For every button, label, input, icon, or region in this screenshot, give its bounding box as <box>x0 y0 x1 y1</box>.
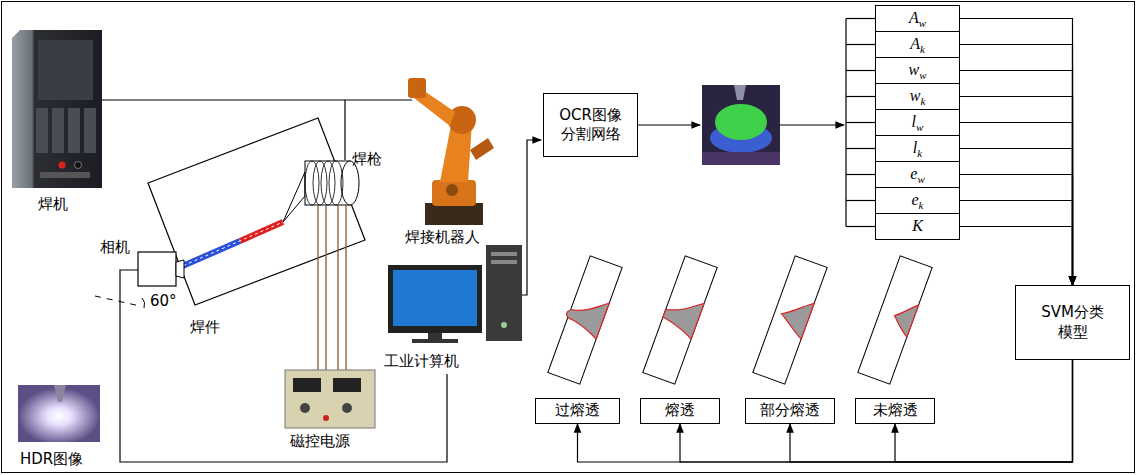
coil-wires <box>318 205 346 370</box>
part-label: 磁控电源 <box>290 432 350 450</box>
node-label: SVM分类 模型 <box>1033 303 1113 342</box>
node-label: 过熔透 <box>555 401 600 421</box>
process-box: OCR图像 分割网络 <box>543 93 638 157</box>
cross-section-none <box>858 256 932 384</box>
variable-subscript: k <box>920 95 925 107</box>
variable-symbol: w <box>910 87 921 104</box>
node-text: ew <box>910 164 924 185</box>
part-label: 焊机 <box>38 195 68 213</box>
welding-robot <box>408 78 494 225</box>
variable-subscript: k <box>919 199 924 211</box>
cable <box>344 100 345 160</box>
node-text: Ak <box>910 34 925 55</box>
connector <box>960 18 1073 285</box>
result-box: 未熔透 <box>855 398 935 424</box>
variable-subscript: w <box>919 69 926 81</box>
feature-box: ww <box>875 57 960 84</box>
cross-section-full <box>643 256 717 384</box>
node-text: ek <box>912 190 924 211</box>
variable-symbol: A <box>909 9 919 26</box>
classifier-box: SVM分类 模型 <box>1015 285 1130 360</box>
camera <box>138 252 176 286</box>
part-label: 工业计算机 <box>384 352 459 370</box>
variable-subscript: w <box>919 17 926 29</box>
feature-box: lw <box>875 109 960 136</box>
feature-bracket <box>846 19 875 227</box>
node-text: lw <box>912 112 924 133</box>
feature-box: ek <box>875 187 960 214</box>
variable-subscript: w <box>917 173 924 185</box>
part-label: 焊枪 <box>352 150 382 168</box>
connector <box>680 360 1073 462</box>
angle-arc <box>142 298 145 308</box>
feature-box: Aw <box>875 5 960 32</box>
part-label: 焊件 <box>190 318 220 336</box>
node-text: SVM分类 模型 <box>1033 303 1113 342</box>
variable-symbol: K <box>912 217 923 234</box>
connector <box>960 44 1073 285</box>
variable-symbol: l <box>912 113 916 130</box>
connector <box>578 360 1073 462</box>
connector <box>960 148 1073 285</box>
variable-symbol: e <box>910 165 917 182</box>
result-box: 熔透 <box>640 398 720 424</box>
part-label: 相机 <box>100 238 130 256</box>
variable-subscript: k <box>917 147 922 159</box>
part-label: HDR图像 <box>20 450 83 468</box>
node-text: Aw <box>909 8 926 29</box>
connector <box>960 122 1073 285</box>
workpiece <box>148 118 365 305</box>
part-label: 焊接机器人 <box>405 228 480 246</box>
data-line <box>522 140 541 295</box>
cross-section-over <box>545 255 622 384</box>
node-text: 过熔透 <box>555 401 600 421</box>
variable-symbol: w <box>908 61 919 78</box>
variable-subscript: w <box>916 121 923 133</box>
result-box: 部分熔透 <box>745 398 835 424</box>
variable-symbol: A <box>910 35 920 52</box>
node-text: 熔透 <box>665 401 695 421</box>
feature-box: K <box>875 213 960 240</box>
segmented-image <box>702 85 780 165</box>
variable-symbol: e <box>912 191 919 208</box>
variable-symbol: l <box>913 139 917 156</box>
cross-section-partial <box>753 256 827 384</box>
feature-box: wk <box>875 83 960 110</box>
cable <box>102 99 412 100</box>
power-supply <box>285 370 375 428</box>
node-label: 熔透 <box>665 401 695 421</box>
result-box: 过熔透 <box>535 398 620 424</box>
node-label: 未熔透 <box>873 401 918 421</box>
variable-subscript: k <box>920 43 925 55</box>
feature-box: lk <box>875 135 960 162</box>
hdr-photo <box>18 385 100 442</box>
feature-box: ew <box>875 161 960 188</box>
industrial-computer <box>388 245 522 343</box>
connector <box>960 174 1073 285</box>
node-text: lk <box>913 138 922 159</box>
node-text: OCR图像 分割网络 <box>553 106 628 145</box>
connector <box>960 70 1073 285</box>
angle-line <box>95 296 140 306</box>
node-label: 部分熔透 <box>760 401 820 421</box>
node-label: OCR图像 分割网络 <box>553 106 628 145</box>
welding-torch <box>283 161 359 222</box>
connector <box>960 200 1073 285</box>
feature-box: Ak <box>875 31 960 58</box>
camera-lens <box>176 260 184 278</box>
connector <box>960 96 1073 285</box>
node-text: K <box>912 216 923 237</box>
welder-machine <box>12 30 102 188</box>
data-line <box>638 124 700 125</box>
data-line <box>780 124 844 125</box>
part-label: 60° <box>150 292 177 310</box>
connector <box>960 226 1073 285</box>
node-text: wk <box>910 86 926 107</box>
arc-stripe <box>178 222 283 268</box>
node-text: 未熔透 <box>873 401 918 421</box>
node-text: ww <box>908 60 926 81</box>
node-text: 部分熔透 <box>760 401 820 421</box>
